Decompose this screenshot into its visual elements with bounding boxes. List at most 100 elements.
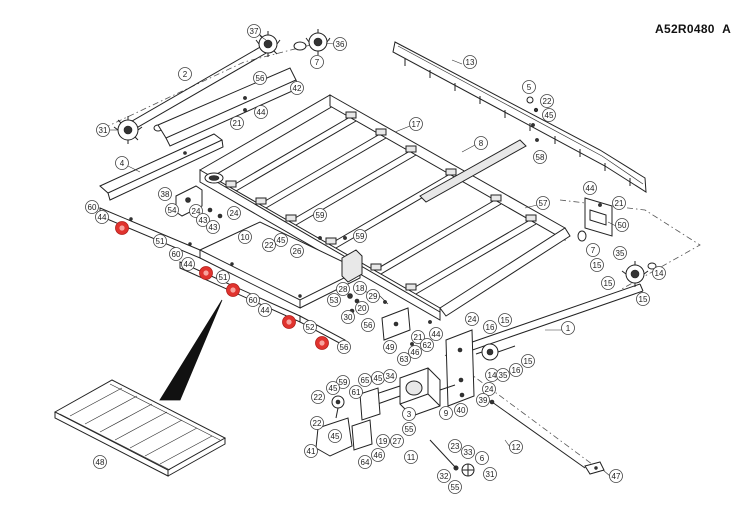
callout-number: 22 <box>265 241 274 250</box>
callout-circle <box>246 293 260 307</box>
callout-circle <box>612 196 626 210</box>
callout-number: 21 <box>233 119 242 128</box>
callout-number: 43 <box>199 216 208 225</box>
callout-circle <box>461 445 475 459</box>
callout-number: 22 <box>314 393 323 402</box>
callout-number: 37 <box>250 27 259 36</box>
callout-45: 45 <box>328 429 342 443</box>
callout-number: 41 <box>307 447 316 456</box>
callout-circle <box>601 276 615 290</box>
callout-number: 16 <box>512 366 521 375</box>
drawing-number: A52R0480 <box>655 22 715 36</box>
callout-number: 44 <box>586 184 595 193</box>
callout-20: 20 <box>355 301 369 315</box>
callout-number: 48 <box>96 458 105 467</box>
callout-44: 44 <box>254 105 268 119</box>
callout-number: 28 <box>339 285 348 294</box>
callout-number: 59 <box>356 232 365 241</box>
callout-60: 60 <box>169 247 183 261</box>
callout-number: 1 <box>566 324 571 333</box>
callout-circle <box>353 281 367 295</box>
callout-number: 44 <box>432 330 441 339</box>
callout-48: 48 <box>93 455 107 469</box>
callout-42: 42 <box>290 81 304 95</box>
callout-18: 18 <box>353 281 367 295</box>
callout-number: 15 <box>604 279 613 288</box>
callout-circle <box>482 382 496 396</box>
callout-number: 16 <box>486 323 495 332</box>
callout-number: 23 <box>451 442 460 451</box>
callout-circle <box>476 393 490 407</box>
callout-number: 14 <box>488 371 497 380</box>
callout-number: 19 <box>379 437 388 446</box>
callout-number: 21 <box>414 333 423 342</box>
callout-circle <box>227 206 241 220</box>
callout-7: 7 <box>310 55 324 69</box>
callout-circle <box>169 247 183 261</box>
callout-number: 15 <box>639 295 648 304</box>
callout-number: 2 <box>183 70 188 79</box>
callout-number: 5 <box>527 83 532 92</box>
callout-circle <box>420 338 434 352</box>
callout-56: 56 <box>253 71 267 85</box>
callout-number: 27 <box>393 437 402 446</box>
callout-circle <box>216 270 230 284</box>
callout-number: 51 <box>156 237 165 246</box>
callout-55: 55 <box>448 480 462 494</box>
callout-circle <box>355 301 369 315</box>
callout-12: 12 <box>509 440 523 454</box>
callout-36: 36 <box>333 37 347 51</box>
callout-16: 16 <box>483 320 497 334</box>
sprocket-top-right <box>255 31 281 57</box>
callout-circle <box>115 156 129 170</box>
callout-circle <box>536 196 550 210</box>
callout-circle <box>337 340 351 354</box>
callout-47: 47 <box>609 469 623 483</box>
callout-number: 43 <box>209 223 218 232</box>
plate-49 <box>381 307 411 341</box>
callout-39: 39 <box>476 393 490 407</box>
callout-3: 3 <box>402 407 416 421</box>
callout-circle <box>238 230 252 244</box>
callout-circle <box>310 55 324 69</box>
callout-41: 41 <box>304 444 318 458</box>
callout-14: 14 <box>485 368 499 382</box>
drive-shaft-1 <box>454 283 644 356</box>
revision-letter: A <box>722 22 732 36</box>
callout-10: 10 <box>238 230 252 244</box>
callout-number: 47 <box>612 472 621 481</box>
callout-circle <box>613 246 627 260</box>
callout-number: 24 <box>192 207 201 216</box>
callout-59: 59 <box>336 375 350 389</box>
callout-circle <box>326 381 340 395</box>
callout-number: 32 <box>440 472 449 481</box>
callout-51: 51 <box>216 270 230 284</box>
callout-circle <box>371 448 385 462</box>
callout-58: 58 <box>533 150 547 164</box>
callout-11: 11 <box>404 450 418 464</box>
callout-number: 20 <box>358 304 367 313</box>
callout-circle <box>439 406 453 420</box>
callout-circle <box>361 318 375 332</box>
callout-2: 2 <box>178 67 192 81</box>
callout-24: 24 <box>482 382 496 396</box>
callout-number: 49 <box>386 343 395 352</box>
callout-number: 57 <box>539 199 548 208</box>
fasteners <box>318 96 602 346</box>
callout-circle <box>561 321 575 335</box>
callout-circle <box>615 218 629 232</box>
sprocket-top-36 <box>293 29 331 55</box>
callout-number: 54 <box>168 206 177 215</box>
callout-21: 21 <box>411 330 425 344</box>
cable-12 <box>489 399 605 475</box>
callout-15: 15 <box>636 292 650 306</box>
callout-34: 34 <box>383 369 397 383</box>
callout-44: 44 <box>583 181 597 195</box>
callout-1: 1 <box>561 321 575 335</box>
callout-40: 40 <box>454 403 468 417</box>
callout-circle <box>262 238 276 252</box>
callout-circle <box>328 429 342 443</box>
callout-circle <box>483 320 497 334</box>
callout-number: 52 <box>306 323 315 332</box>
callout-number: 35 <box>616 249 625 258</box>
